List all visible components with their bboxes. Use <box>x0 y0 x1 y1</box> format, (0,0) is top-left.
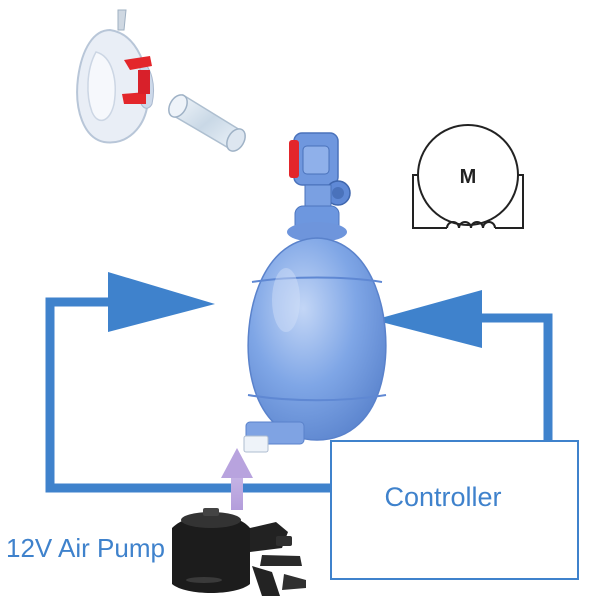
motor-symbol-label: M <box>460 166 477 188</box>
pump-air-arrow <box>221 448 253 510</box>
controller-box: Controller <box>330 440 579 580</box>
controller-label: Controller <box>384 482 501 512</box>
right-flow-arrow <box>374 290 553 442</box>
resuscitator-bag-icon <box>243 205 387 453</box>
motor-symbol-icon: M <box>412 124 524 229</box>
left-flow-arrow <box>45 272 330 493</box>
air-pump-label: 12V Air Pump <box>6 533 165 563</box>
air-pump-icon <box>172 508 306 596</box>
valve-icon <box>289 132 351 212</box>
connector-tube-icon <box>168 93 246 152</box>
face-mask-icon <box>76 9 154 144</box>
